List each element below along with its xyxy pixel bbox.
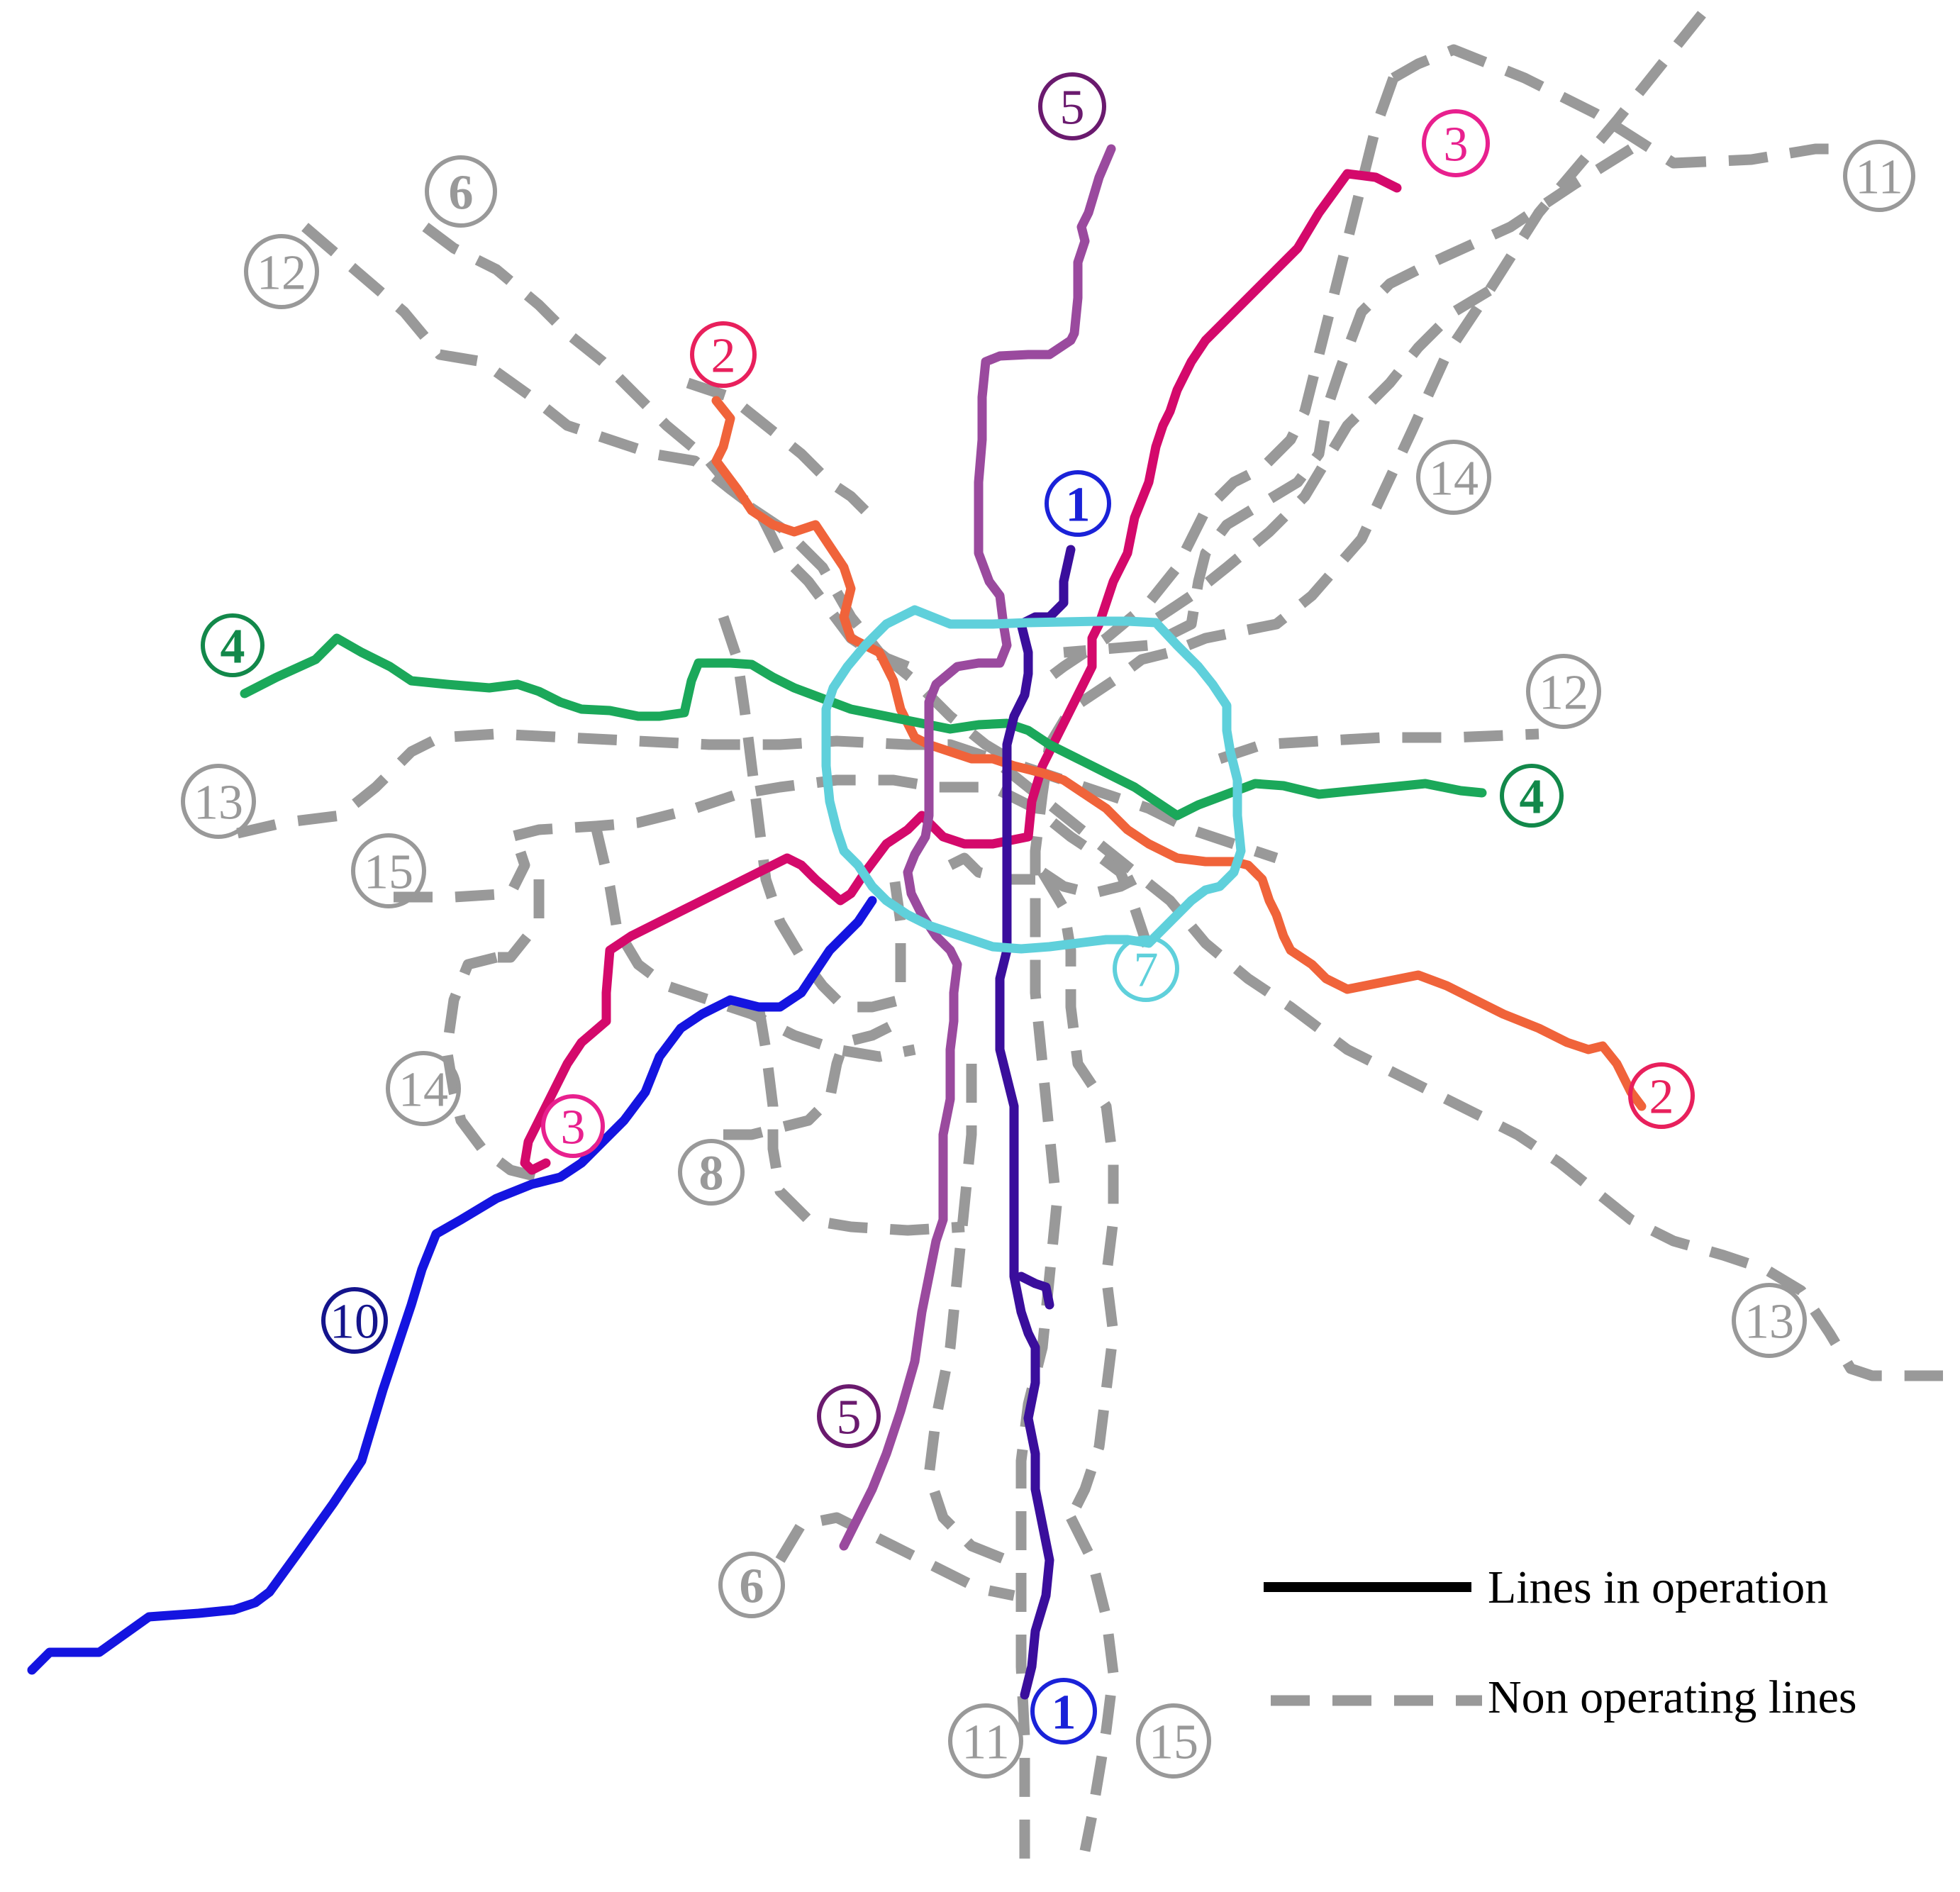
- label-line-13-right-text: 13: [1744, 1295, 1794, 1350]
- line-3: [520, 169, 1402, 1175]
- label-line-12-left-text: 12: [257, 246, 306, 301]
- label-line-2-right-text: 2: [1649, 1070, 1674, 1125]
- non-operating-line-3-north: [1391, 44, 1851, 169]
- label-line-1-bottom-text: 1: [1052, 1686, 1076, 1740]
- label-line-11-top: 11: [1843, 140, 1915, 212]
- non-operating-line-15-tail: [1066, 1515, 1119, 1852]
- label-line-3-top: 3: [1422, 109, 1490, 177]
- label-line-7: 7: [1113, 935, 1179, 1002]
- non-operating-line-6-nw-alt: [686, 377, 869, 515]
- label-line-13-left-text: 13: [194, 776, 243, 830]
- label-line-6-top: 6: [425, 155, 497, 228]
- non-operating-line-8: [718, 615, 906, 1013]
- label-line-4-right-text: 4: [1520, 770, 1544, 825]
- non-operating-line-14-wloop: [496, 879, 545, 963]
- label-line-14-right: 14: [1416, 440, 1491, 515]
- non-operating-line-12: [1063, 144, 1634, 658]
- label-line-2-right: 2: [1628, 1062, 1695, 1129]
- label-line-3-bottom-text: 3: [561, 1101, 586, 1155]
- non-operating-line-12-east: [1218, 728, 1539, 764]
- label-line-5-top: 5: [1038, 72, 1106, 140]
- non-operating-line-15-south: [590, 825, 916, 1062]
- label-line-5-top-text: 5: [1060, 81, 1085, 135]
- label-line-4-left: 4: [201, 613, 265, 677]
- label-line-6-top-text: 6: [449, 166, 474, 221]
- label-line-1-bottom: 1: [1030, 1678, 1097, 1744]
- line-10: [27, 896, 877, 1675]
- line-5: [839, 144, 1116, 1551]
- legend: Lines in operation Non operating lines: [1264, 1562, 1857, 1723]
- line-7: [821, 605, 1246, 954]
- non-operating-line-13: [236, 728, 1943, 1381]
- label-line-4-right: 4: [1500, 764, 1564, 828]
- label-line-12-left: 12: [244, 234, 319, 309]
- label-line-5-bottom-text: 5: [837, 1391, 862, 1445]
- label-line-11-bottom: 11: [948, 1703, 1023, 1779]
- non-operating-line-6-south: [775, 1512, 1015, 1601]
- label-line-10: 10: [321, 1287, 388, 1354]
- label-line-12-right: 12: [1526, 654, 1601, 729]
- label-line-1-top: 1: [1045, 470, 1111, 537]
- non-operating-line-15: [394, 774, 1154, 952]
- label-line-4-left-text: 4: [221, 620, 245, 674]
- route-labels: 5 3 11 6 12 2 14 1: [181, 72, 1915, 1779]
- label-line-2-top-text: 2: [711, 329, 736, 384]
- label-line-13-left: 13: [181, 764, 256, 839]
- legend-non-operating-label: Non operating lines: [1488, 1671, 1857, 1723]
- line-4: [240, 633, 1487, 820]
- legend-operating-label: Lines in operation: [1488, 1562, 1828, 1613]
- non-operating-line-14-sw: [441, 952, 540, 1183]
- label-line-12-right-text: 12: [1539, 666, 1588, 720]
- non-operating-line-11: [1015, 11, 1706, 1872]
- label-line-8: 8: [678, 1139, 745, 1206]
- non-operating-lines: [236, 11, 1943, 1872]
- label-line-3-bottom: 3: [541, 1094, 605, 1158]
- label-line-14-left: 14: [386, 1051, 461, 1126]
- non-operating-line-8-center: [1039, 867, 1137, 899]
- label-line-6-bottom-text: 6: [740, 1559, 764, 1614]
- label-line-1-top-text: 1: [1066, 478, 1091, 533]
- label-line-7-text: 7: [1134, 943, 1159, 998]
- label-line-8-text: 8: [699, 1147, 724, 1201]
- label-line-15-bottom: 15: [1136, 1703, 1211, 1779]
- label-line-14-right-text: 14: [1429, 452, 1479, 506]
- label-line-10-text: 10: [330, 1295, 379, 1350]
- non-operating-line-center-cross: [876, 648, 1279, 864]
- label-line-15-left: 15: [351, 833, 426, 908]
- non-operating-line-14: [1145, 286, 1492, 629]
- non-operating-line-north-loop: [1032, 76, 1399, 692]
- label-line-13-right: 13: [1732, 1283, 1807, 1358]
- label-line-3-top-text: 3: [1444, 118, 1469, 172]
- non-operating-line-8-loop: [723, 1016, 903, 1140]
- label-line-11-bottom-text: 11: [962, 1715, 1009, 1770]
- non-operating-line-6-south2: [923, 1064, 1009, 1565]
- line-2: [711, 396, 1647, 1111]
- non-operating-line-12-west: [301, 223, 910, 672]
- label-line-14-left-text: 14: [399, 1063, 448, 1118]
- non-operating-line-5-loop: [947, 852, 1035, 885]
- non-operating-line-8-loop2: [753, 1006, 965, 1236]
- non-operating-line-15-south2: [1037, 869, 1119, 1520]
- line-1: [995, 545, 1076, 1700]
- label-line-5-bottom: 5: [817, 1384, 881, 1448]
- line-1-spur: [1016, 1271, 1054, 1310]
- label-line-6-bottom: 6: [718, 1552, 785, 1618]
- label-line-15-left-text: 15: [364, 845, 413, 900]
- label-line-11-top-text: 11: [1855, 150, 1903, 205]
- label-line-15-bottom-text: 15: [1149, 1715, 1198, 1770]
- non-operating-line-6-nw: [422, 223, 884, 656]
- label-line-2-top: 2: [690, 321, 757, 388]
- operating-lines: [27, 144, 1647, 1700]
